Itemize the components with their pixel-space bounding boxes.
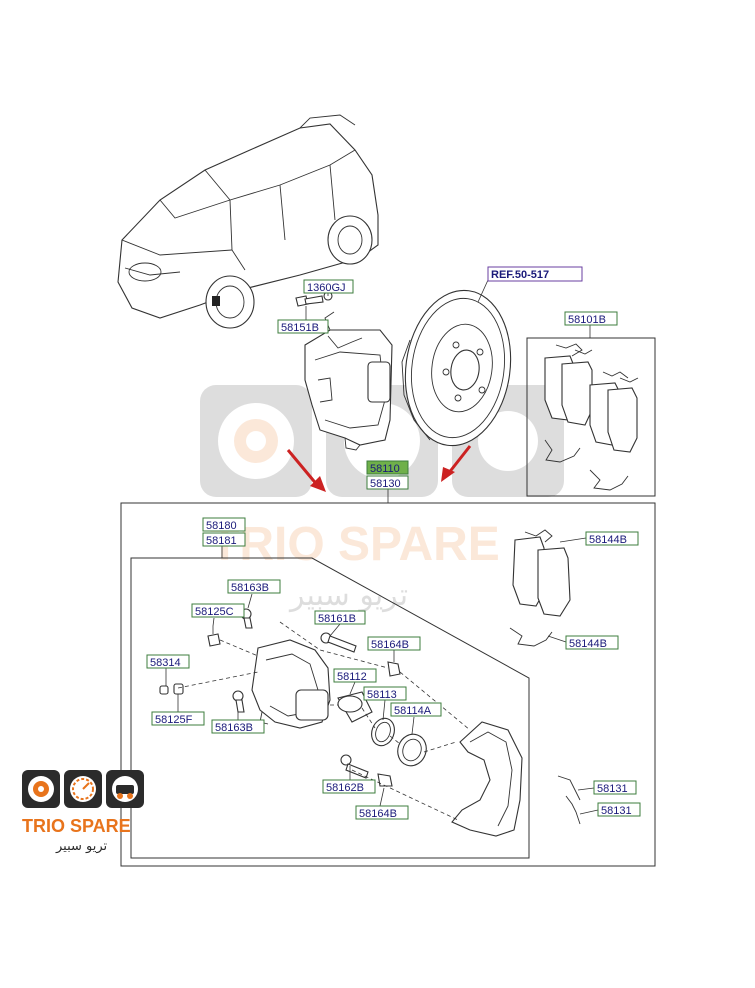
- label-text: 58181: [206, 535, 237, 547]
- label-58314: 58314: [146, 654, 190, 669]
- brand-logo: TRIO SPARE تريو سبير: [22, 770, 144, 854]
- label-text: 58161B: [318, 613, 356, 625]
- label-58112: 58112: [333, 668, 377, 683]
- bolt-58151B: [295, 291, 333, 307]
- label-text: 58125F: [155, 714, 193, 726]
- label-58125C: 58125C: [191, 603, 245, 618]
- label-58144B-top: 58144B: [585, 531, 639, 546]
- label-text: 58110: [370, 463, 400, 475]
- label-text: 58101B: [568, 314, 606, 326]
- label-leaders: [165, 290, 599, 815]
- label-text: 58164B: [371, 639, 409, 651]
- label-58180: 58180: [202, 517, 246, 532]
- caliper-carrier: [451, 721, 523, 837]
- label-text: 58180: [206, 520, 237, 532]
- logo-brand: TRIO SPARE: [22, 816, 131, 836]
- watermark-brand: TRIO SPARE: [210, 518, 500, 571]
- logo-arabic: تريو سبير: [55, 839, 108, 854]
- label-58151B: 58151B: [277, 319, 329, 334]
- pads-58144B: [509, 529, 571, 647]
- label-58163B-bottom: 58163B: [211, 719, 265, 734]
- label-ref: REF.50-517: [487, 266, 583, 282]
- label-text: 58125C: [195, 606, 234, 618]
- label-text: 58114A: [394, 705, 432, 717]
- label-58144B-bottom: 58144B: [565, 635, 619, 650]
- label-text: 58163B: [231, 582, 269, 594]
- label-58113: 58113: [363, 686, 407, 701]
- label-1360GJ: 1360GJ: [303, 279, 354, 294]
- label-58110: 58110: [366, 460, 409, 475]
- label-58101B: 58101B: [564, 311, 618, 326]
- label-text: 58112: [337, 671, 367, 683]
- label-text: REF.50-517: [491, 269, 549, 281]
- label-58181: 58181: [202, 532, 246, 547]
- watermark-arabic: تريو سبير: [288, 578, 408, 613]
- label-text: 58163B: [215, 722, 253, 734]
- label-58131-bottom: 58131: [597, 802, 641, 817]
- exploded-lines: [177, 621, 471, 821]
- label-text: 58314: [150, 657, 181, 669]
- watermark: TRIO SPARE تريو سبير: [200, 385, 564, 613]
- label-text: 58162B: [326, 782, 364, 794]
- label-text: 58151B: [281, 322, 319, 334]
- caliper-exploded: [251, 639, 331, 729]
- label-58114A: 58114A: [390, 702, 442, 717]
- vehicle-illustration: [117, 114, 379, 329]
- label-text: 58144B: [569, 638, 607, 650]
- label-text: 58113: [367, 689, 397, 701]
- label-58164B-top: 58164B: [367, 636, 421, 651]
- label-58130: 58130: [366, 475, 409, 490]
- label-58161B: 58161B: [314, 610, 366, 625]
- brake-disc: [401, 289, 512, 447]
- label-58162B: 58162B: [322, 779, 376, 794]
- label-text: 58130: [370, 478, 401, 490]
- label-text: 58164B: [359, 808, 397, 820]
- label-58164B-bottom: 58164B: [355, 805, 409, 820]
- label-58131-top: 58131: [593, 780, 637, 795]
- label-58163B-top: 58163B: [227, 579, 281, 594]
- label-text: 58144B: [589, 534, 627, 546]
- red-arrows: [286, 445, 472, 492]
- label-text: 58131: [597, 783, 628, 795]
- pad-set-58101B: [526, 337, 656, 497]
- label-text: 58131: [601, 805, 632, 817]
- springs-58131: [557, 775, 581, 825]
- label-text: 1360GJ: [307, 282, 346, 294]
- label-58125F: 58125F: [151, 711, 205, 726]
- caliper-assembled: [304, 311, 393, 451]
